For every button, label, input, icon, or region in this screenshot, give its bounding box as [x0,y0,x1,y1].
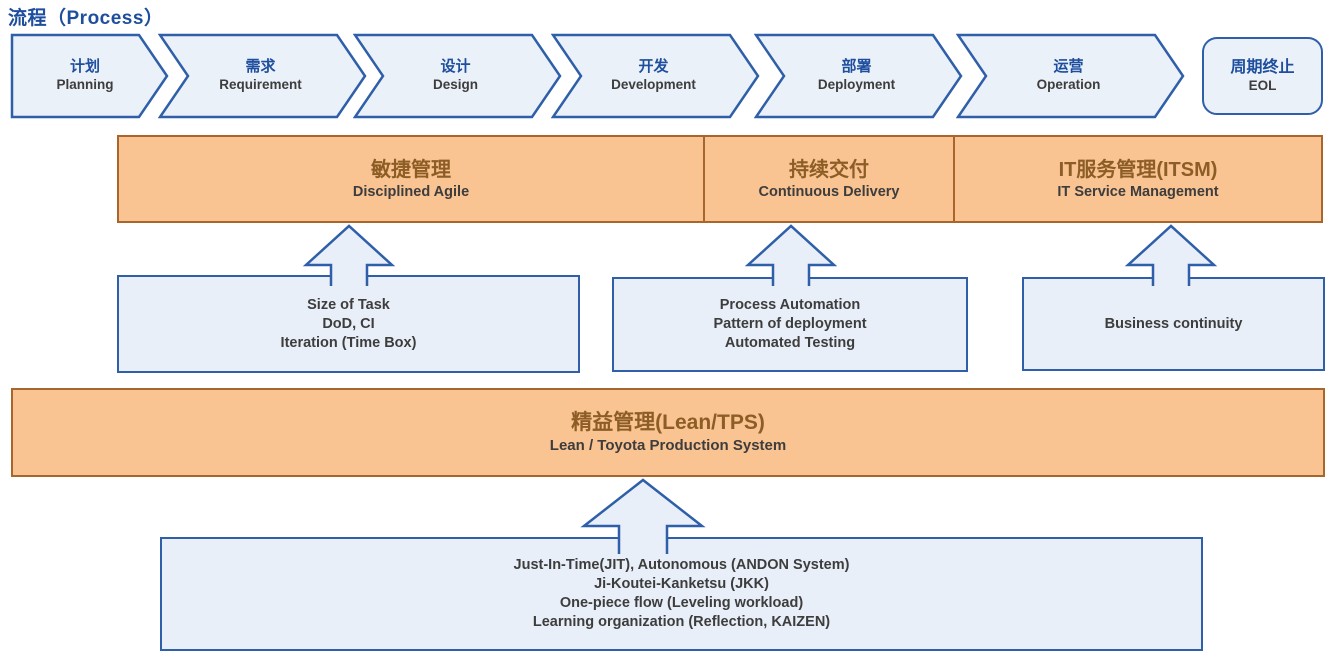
lean-practice-line: One-piece flow (Leveling workload) [559,595,804,611]
band-segment-continuous-delivery: 持续交付 Continuous Delivery [705,137,955,221]
band-label-zh: IT服务管理(ITSM) [1058,158,1218,181]
process-step-requirement: 需求 Requirement [158,35,363,117]
chevron-shape-development [551,33,760,119]
band-label-zh: 敏捷管理 [371,158,451,181]
step-label-en: Planning [56,76,114,92]
step-label-en: Deployment [817,76,896,92]
chevron-shape-operation [956,33,1185,119]
step-label-zh: 设计 [440,58,471,76]
lean-label-zh: 精益管理(Lean/TPS) [571,411,765,435]
up-arrow-itsm [1124,224,1218,286]
step-label-en: Development [611,76,696,92]
process-step-design: 设计 Design [353,35,558,117]
step-label-zh: 计划 [69,58,100,76]
chevron-shape-design [353,33,562,119]
technique-line: Process Automation [719,297,861,313]
step-label-zh: 需求 [245,58,276,76]
chevron-shape-planning [10,33,169,119]
band-label-en: Continuous Delivery [758,183,900,200]
up-arrow-continuous-delivery [744,224,838,286]
step-label-en: Operation [1036,76,1101,92]
process-step-development: 开发 Development [551,35,756,117]
band-segment-agile: 敏捷管理 Disciplined Agile [119,137,705,221]
chevron-shape-requirement [158,33,367,119]
technique-line: Size of Task [307,296,390,313]
technique-line: Iteration (Time Box) [280,334,417,351]
step-label-zh: 开发 [638,58,669,76]
process-step-deployment: 部署 Deployment [754,35,959,117]
step-label-zh: 运营 [1053,58,1084,76]
technique-box-agile: Size of Task DoD, CI Iteration (Time Box… [117,275,580,373]
technique-line: Business continuity [1104,315,1243,332]
lean-label-en: Lean / Toyota Production System [549,437,787,455]
band-label-zh: 持续交付 [789,158,869,181]
practice-band: 敏捷管理 Disciplined Agile 持续交付 Continuous D… [117,135,1323,223]
up-arrow-lean [580,478,706,554]
step-label-en: Requirement [219,76,302,92]
technique-box-continuous-delivery: Process Automation Pattern of deployment… [612,277,968,372]
step-label-zh: 部署 [841,58,872,76]
lean-practice-line: Ji-Koutei-Kanketsu (JKK) [594,576,769,592]
lean-practices-box: Just-In-Time(JIT), Autonomous (ANDON Sys… [160,537,1203,651]
band-segment-itsm: IT服务管理(ITSM) IT Service Management [955,137,1321,221]
eol-label-zh: 周期终止 [1230,58,1295,76]
eol-terminator: 周期终止 EOL [1202,37,1323,115]
eol-label-en: EOL [1248,77,1277,93]
process-step-operation: 运营 Operation [956,35,1181,117]
process-step-planning: 计划 Planning [10,35,160,117]
chevron-shape-deployment [754,33,963,119]
lean-practice-line: Just-In-Time(JIT), Autonomous (ANDON Sys… [513,557,850,573]
technique-box-itsm: Business continuity [1022,277,1325,371]
band-label-en: Disciplined Agile [352,183,470,200]
up-arrow-agile [302,224,396,286]
diagram-title: 流程（Process） [8,8,164,29]
step-label-en: Design [432,76,478,92]
technique-line: DoD, CI [322,315,375,332]
technique-line: Automated Testing [724,335,856,351]
band-label-en: IT Service Management [1057,183,1219,200]
lean-band: 精益管理(Lean/TPS) Lean / Toyota Production … [11,388,1325,477]
technique-line: Pattern of deployment [713,316,867,332]
lean-practice-line: Learning organization (Reflection, KAIZE… [532,614,831,630]
